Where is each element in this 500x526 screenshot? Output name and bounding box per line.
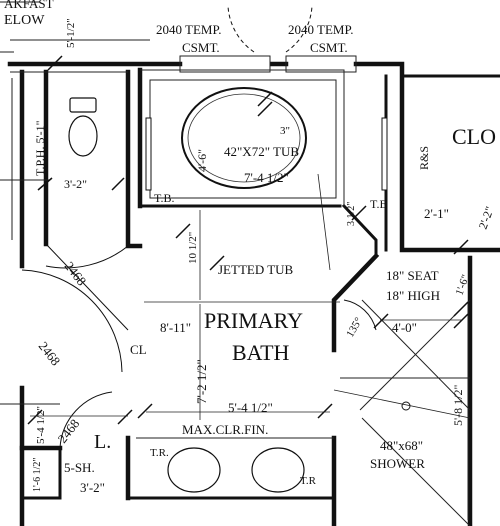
leader-jetted	[317, 173, 331, 271]
wall-top-right-closet	[353, 61, 500, 253]
dim-4-6: 4'-6"	[195, 149, 209, 172]
dim-3-vert: 3 1/2"	[346, 202, 357, 226]
dim-5-4-left: 5'-4 1/2"	[35, 406, 47, 444]
dim-7-4: 7'-4 1/2"	[244, 170, 289, 185]
tb-right: T.B	[370, 197, 387, 211]
tub-deck-outline	[140, 69, 345, 206]
rs-label: R&S	[417, 146, 431, 170]
window-right-line-2: CSMT.	[310, 40, 348, 55]
shower-label: SHOWER	[370, 456, 425, 471]
tub-basin-inner	[187, 93, 301, 183]
tph-label: T.P.H. 5'-1"	[33, 120, 47, 176]
tb-left: T.B.	[154, 191, 174, 205]
dim-5-4-vanity: 5'-4 1/2"	[228, 400, 273, 415]
grab-bar-right	[381, 117, 388, 191]
door-2468-low: 2468	[55, 416, 83, 446]
tr-right: T.R	[300, 475, 317, 487]
grab-bar-left	[145, 117, 152, 191]
seat-line-2: 18" HIGH	[386, 288, 440, 303]
tub-basin	[181, 87, 307, 189]
window-right-line-1: 2040 TEMP.	[288, 22, 354, 37]
dim-5-8: 5'-8 1/2"	[451, 385, 465, 426]
window-left	[179, 55, 271, 73]
dim-2-2: 2'-2"	[476, 204, 497, 231]
dim-10: 10 1/2"	[187, 232, 199, 264]
shower-diag-2	[361, 299, 471, 411]
centerline: CL	[130, 342, 147, 357]
window-left-line-1: 2040 TEMP.	[156, 22, 222, 37]
room-name-line-1: PRIMARY	[204, 308, 303, 333]
dim-8-11: 8'-11"	[160, 320, 191, 335]
dim-3-2-low: 3'-2"	[80, 480, 105, 495]
dim-1-6-low: 1'-6 1/2"	[32, 458, 43, 493]
room-name-line-2: BATH	[232, 340, 290, 365]
top-left-fragment-1: AKFAST	[4, 0, 54, 11]
shower-diag-1	[361, 417, 471, 526]
door-swing-mid	[21, 269, 123, 373]
dim-3: 3"	[280, 125, 290, 137]
seat-line-1: 18" SEAT	[386, 268, 439, 283]
angle-135: 135°	[344, 315, 365, 339]
shower-drain-icon	[401, 401, 411, 411]
door-2468-mid: 2468	[36, 339, 64, 369]
sink-right-icon	[251, 447, 305, 493]
wall-seat-angle	[331, 252, 380, 353]
dimension-ticks	[27, 55, 469, 425]
shelf-label: 5-SH.	[64, 460, 95, 475]
tr-left: T.R.	[150, 447, 169, 459]
door-swing-linen	[59, 391, 113, 449]
dimension-lines	[30, 173, 471, 420]
closet-label: CLO	[452, 124, 496, 149]
max-clr: MAX.CLR.FIN.	[182, 422, 268, 437]
shower-size: 48"x68"	[380, 438, 423, 453]
linen-label: L.	[94, 431, 111, 453]
dim-wc-width: 3'-2"	[64, 177, 87, 191]
door-leaf-wc	[45, 243, 129, 331]
window-left-line-2: CSMT.	[182, 40, 220, 55]
tub-deck-inner	[149, 79, 337, 199]
sink-left-icon	[167, 447, 221, 493]
window-right	[285, 55, 357, 73]
angle-arc	[343, 299, 377, 331]
shower-diag-3	[359, 299, 471, 411]
dim-top-left: 5'-1/2"	[65, 18, 77, 48]
door-swings	[21, 5, 377, 449]
top-left-fragment-2: ELOW	[4, 13, 45, 28]
door-swing-wc	[45, 245, 129, 269]
jetted-tub: JETTED TUB	[218, 262, 294, 277]
tub-size: 42"X72" TUB	[224, 144, 299, 159]
dim-7-2: 7'-2 1/2"	[194, 359, 209, 404]
dim-2-1: 2'-1"	[424, 206, 449, 221]
dim-4-0: 4'-0"	[392, 320, 417, 335]
leader-shower	[333, 389, 471, 419]
casement-swing-right	[285, 5, 313, 53]
casement-swing-left	[227, 5, 255, 53]
toilet-icon	[68, 97, 98, 157]
door-2468-top: 2468	[62, 259, 90, 289]
